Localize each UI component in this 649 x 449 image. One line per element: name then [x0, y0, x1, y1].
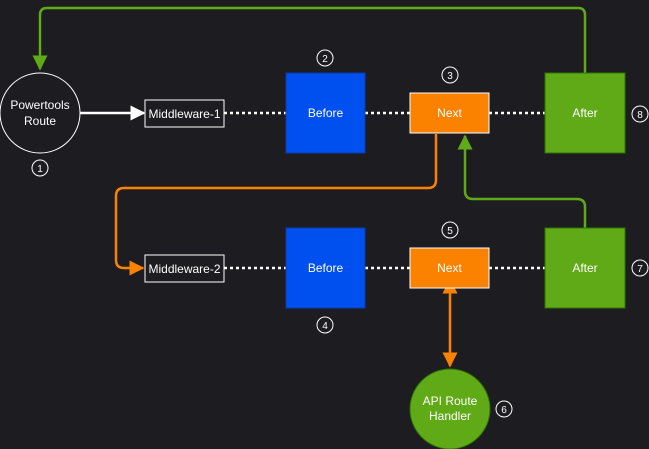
step-badge-2: 2	[316, 49, 334, 67]
step-number: 7	[637, 264, 643, 275]
handler-label: Handler	[429, 409, 471, 423]
step-badge-1: 1	[31, 159, 49, 177]
after-1-node: After	[544, 72, 626, 154]
after-2-label: After	[572, 261, 597, 275]
next-1-node: Next	[409, 92, 490, 134]
before-2-label: Before	[308, 261, 344, 275]
step-number: 3	[447, 71, 453, 82]
powertools-route-label: Route	[24, 114, 56, 128]
middleware-1-label: Middleware-1	[148, 107, 220, 121]
after-to-next-connector	[457, 134, 587, 228]
api-route-handler-node: API Route Handler	[409, 368, 491, 449]
step-number: 5	[447, 226, 453, 237]
next-1-label: Next	[437, 106, 462, 120]
powertools-route-node: Powertools Route	[0, 72, 81, 154]
step-badge-8: 8	[631, 105, 649, 123]
step-badge-3: 3	[441, 66, 459, 84]
before-1-label: Before	[308, 106, 344, 120]
return-to-route-connector	[32, 6, 587, 73]
handler-label: API Route	[423, 394, 478, 408]
step-number: 8	[637, 110, 643, 121]
middleware-2-label: Middleware-2	[148, 262, 220, 276]
step-number: 2	[322, 54, 328, 65]
step-badge-7: 7	[631, 259, 649, 277]
before-1-node: Before	[285, 72, 366, 154]
step-number: 6	[501, 405, 507, 416]
step-number: 1	[37, 164, 43, 175]
step-badge-6: 6	[495, 400, 513, 418]
after-1-label: After	[572, 106, 597, 120]
next-to-middleware-2-connector	[114, 134, 438, 276]
middleware-2-node: Middleware-2	[144, 254, 225, 283]
next-2-label: Next	[437, 261, 462, 275]
step-badge-5: 5	[441, 221, 459, 239]
next-2-node: Next	[409, 247, 490, 289]
step-number: 4	[322, 321, 328, 332]
step-badge-4: 4	[316, 316, 334, 334]
after-2-node: After	[544, 227, 626, 309]
before-2-node: Before	[285, 227, 366, 309]
middleware-1-node: Middleware-1	[144, 99, 225, 128]
powertools-route-label: Powertools	[10, 98, 69, 112]
